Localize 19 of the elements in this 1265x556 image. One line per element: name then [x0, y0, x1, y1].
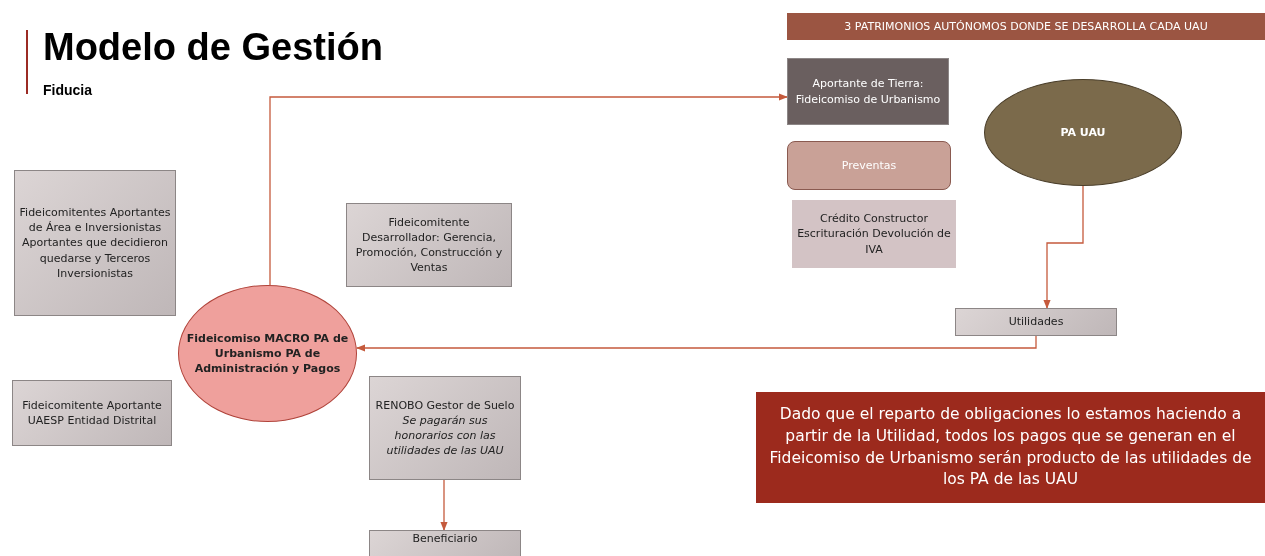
arrow — [356, 335, 1037, 352]
arrow — [269, 93, 788, 286]
contributor-box: Aportante de Tierra: Fideicomiso de Urbanismo — [787, 58, 949, 125]
manager-box: RENOBO Gestor de Suelo Se pagarán sus honorarios con las utilidades de las UAU — [369, 376, 521, 480]
arrow — [1043, 185, 1084, 309]
note-box: Dado que el reparto de obligaciones lo estamos haciendo a partir de la Utilidad, todos los pagos que se generan en el Fideicomiso de Urbanismo serán producto de las utilidades de los PA de las UAU — [756, 392, 1265, 503]
participant-box: Fideicomitentes Aportantes de Área e Inversionistas Aportantes que decidieron quedarse y Terceros Inversionistas — [14, 170, 176, 316]
financing-box: Crédito Constructor Escrituración Devolución de IVA — [792, 200, 956, 268]
trust-ellipse: Fideicomiso MACRO PA de Urbanismo PA de Administración y Pagos — [178, 285, 357, 422]
presales-box: Preventas — [787, 141, 951, 190]
beneficiary-box: Beneficiario — [369, 530, 521, 556]
participant-box: Fideicomitente Aportante UAESP Entidad Distrital — [12, 380, 172, 446]
header-banner: 3 PATRIMONIOS AUTÓNOMOS DONDE SE DESARROLLA CADA UAU — [787, 13, 1265, 40]
profits-box: Utilidades — [955, 308, 1117, 336]
arrow — [440, 479, 448, 531]
trust-ellipse: PA UAU — [984, 79, 1182, 186]
participant-box: Fideicomitente Desarrollador: Gerencia, Promoción, Construcción y Ventas — [346, 203, 512, 287]
slide-subtitle: Fiducia — [43, 82, 92, 98]
slide-title: Modelo de Gestión — [43, 26, 383, 69]
